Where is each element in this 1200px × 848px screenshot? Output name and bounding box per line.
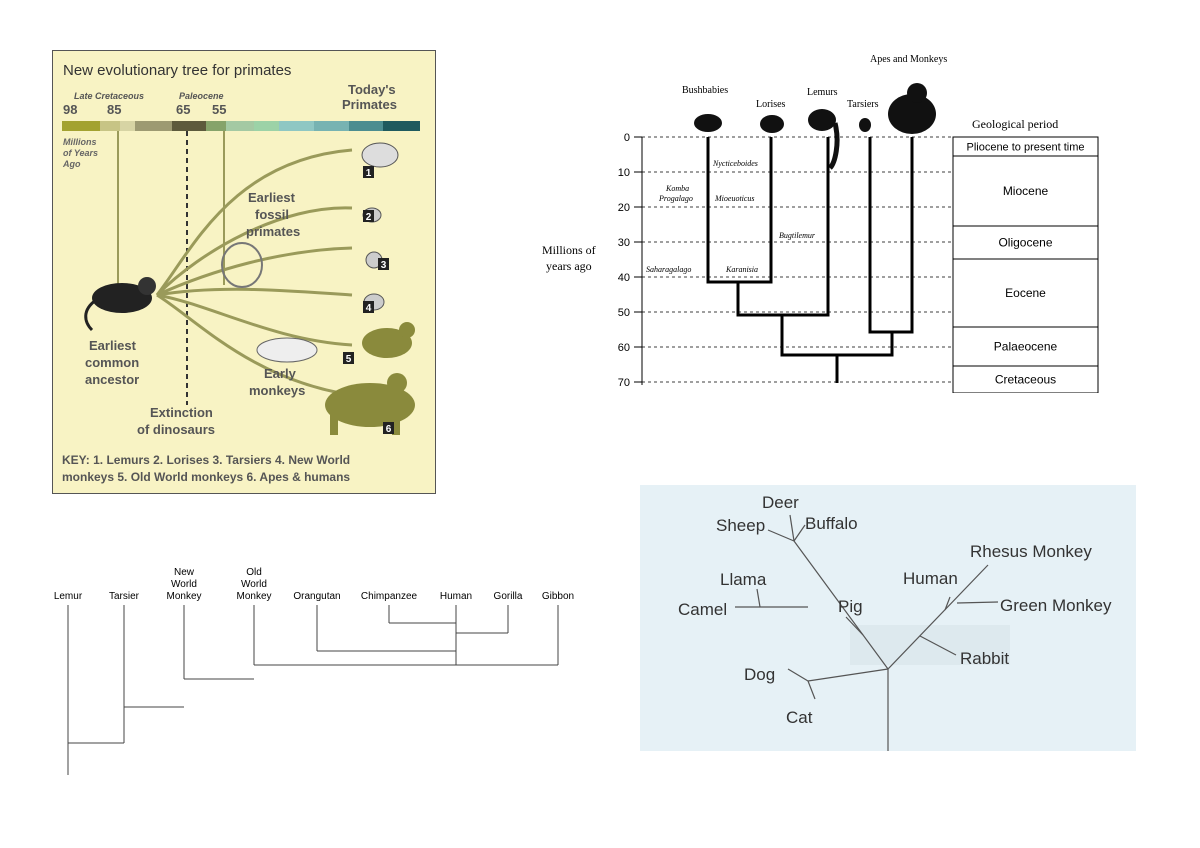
geo-tick-label: 0 [624, 132, 630, 144]
geo-period-label: Pliocene to present time [966, 142, 1084, 154]
mammal-panel-shade [850, 625, 1010, 665]
time-label-65: 65 [176, 102, 190, 117]
geo-ylabel-line1: Millions of [542, 243, 596, 257]
time-label-85: 85 [107, 102, 121, 117]
mammal-taxon-label: Deer [762, 493, 799, 512]
fossil-bugtilemur: Bugtilemur [779, 231, 816, 240]
mammal-taxon-label: Human [903, 569, 958, 588]
primate-evolution-graphic: New evolutionary tree for primates Late … [52, 50, 436, 494]
badge-1: 1 [366, 168, 372, 179]
fossil-primate-illustration [221, 242, 318, 363]
mammal-taxon-label: Pig [838, 597, 863, 616]
geo-period-table: Pliocene to present timeMioceneOligocene… [952, 136, 1099, 394]
badge-4: 4 [366, 303, 372, 314]
mammal-taxon-label: Dog [744, 665, 775, 684]
earliest-ancestor-illustration [84, 277, 156, 332]
group-label-apes-monkeys: Apes and Monkeys [870, 54, 947, 65]
geo-tick-label: 70 [618, 377, 630, 389]
badge-5: 5 [346, 354, 352, 365]
cladogram-taxon-label: Lemur [54, 591, 83, 602]
badge-6: 6 [386, 424, 392, 435]
tree-branches [155, 148, 353, 397]
timeline-color-bar [62, 121, 420, 131]
mammal-taxon-label: Rhesus Monkey [970, 542, 1092, 561]
mammal-taxon-label: Buffalo [805, 514, 858, 533]
geo-tick-label: 10 [618, 167, 630, 179]
group-label-lorises: Lorises [756, 99, 786, 110]
geo-period-label: Eocene [1005, 286, 1046, 300]
cladogram-taxon-label: Tarsier [109, 591, 140, 602]
fossil-saharagalago: Saharagalago [646, 265, 691, 274]
geo-tick-label: 20 [618, 202, 630, 214]
cladogram-branches [67, 605, 559, 775]
mammal-taxon-label: Cat [786, 708, 813, 727]
period-paleocene: Paleocene [179, 91, 224, 101]
geo-tick-label: 50 [618, 307, 630, 319]
geological-tree-panel: Bushbabies Lorises Lemurs Tarsiers Apes … [530, 48, 1110, 394]
key-line-2: monkeys 5. Old World monkeys 6. Apes & h… [62, 470, 350, 484]
mammal-taxon-label: Green Monkey [1000, 596, 1112, 615]
time-label-55: 55 [212, 102, 226, 117]
mammal-taxon-label: Llama [720, 570, 767, 589]
geo-period-label: Oligocene [998, 236, 1052, 250]
geo-tree-branches [706, 137, 914, 383]
group-label-lemurs: Lemurs [807, 87, 838, 98]
mammal-taxon-label: Rabbit [960, 649, 1009, 668]
geo-period-header: Geological period [972, 117, 1058, 131]
mammal-taxon-label: Camel [678, 600, 727, 619]
geological-tree-graphic: Bushbabies Lorises Lemurs Tarsiers Apes … [542, 54, 1099, 394]
primate-evolution-panel: New evolutionary tree for primates Late … [52, 50, 436, 494]
fossil-komba: Komba [665, 184, 689, 193]
group-label-bushbabies: Bushbabies [682, 85, 728, 96]
geo-period-label: Cretaceous [995, 373, 1056, 387]
cladogram-taxon-label: Gorilla [494, 591, 523, 602]
fossil-karanisia: Karanisia [725, 265, 758, 274]
mammal-taxon-label: Sheep [716, 516, 765, 535]
fossil-progalago: Progalago [658, 194, 693, 203]
geo-tick-label: 30 [618, 237, 630, 249]
cladogram-taxon-label: Human [440, 591, 472, 602]
key-line-1: KEY: 1. Lemurs 2. Lorises 3. Tarsiers 4.… [62, 453, 350, 467]
geo-animal-silhouettes [694, 83, 936, 170]
mammal-tree-branches [735, 514, 999, 751]
cladogram-taxon-label: Orangutan [293, 591, 340, 602]
fossil-mioeuoticus: Mioeuoticus [714, 194, 755, 203]
badge-2: 2 [366, 212, 372, 223]
fossil-nycticeboides: Nycticeboides [712, 159, 758, 168]
geo-period-label: Miocene [1003, 184, 1049, 198]
time-label-98: 98 [63, 102, 77, 117]
panel-title: New evolutionary tree for primates [63, 62, 291, 79]
number-badges: 1 2 3 4 5 6 [343, 166, 394, 435]
geo-tick-label: 60 [618, 342, 630, 354]
geo-tick-label: 40 [618, 272, 630, 284]
group-label-tarsiers: Tarsiers [847, 99, 879, 110]
geo-ylabel-line2: years ago [546, 259, 592, 273]
period-late-cretaceous: Late Cretaceous [74, 91, 144, 101]
badge-3: 3 [381, 260, 387, 271]
cladogram-taxon-label: Gibbon [542, 591, 574, 602]
geo-period-label: Palaeocene [994, 340, 1058, 354]
cladogram-taxon-label: Chimpanzee [361, 591, 418, 602]
